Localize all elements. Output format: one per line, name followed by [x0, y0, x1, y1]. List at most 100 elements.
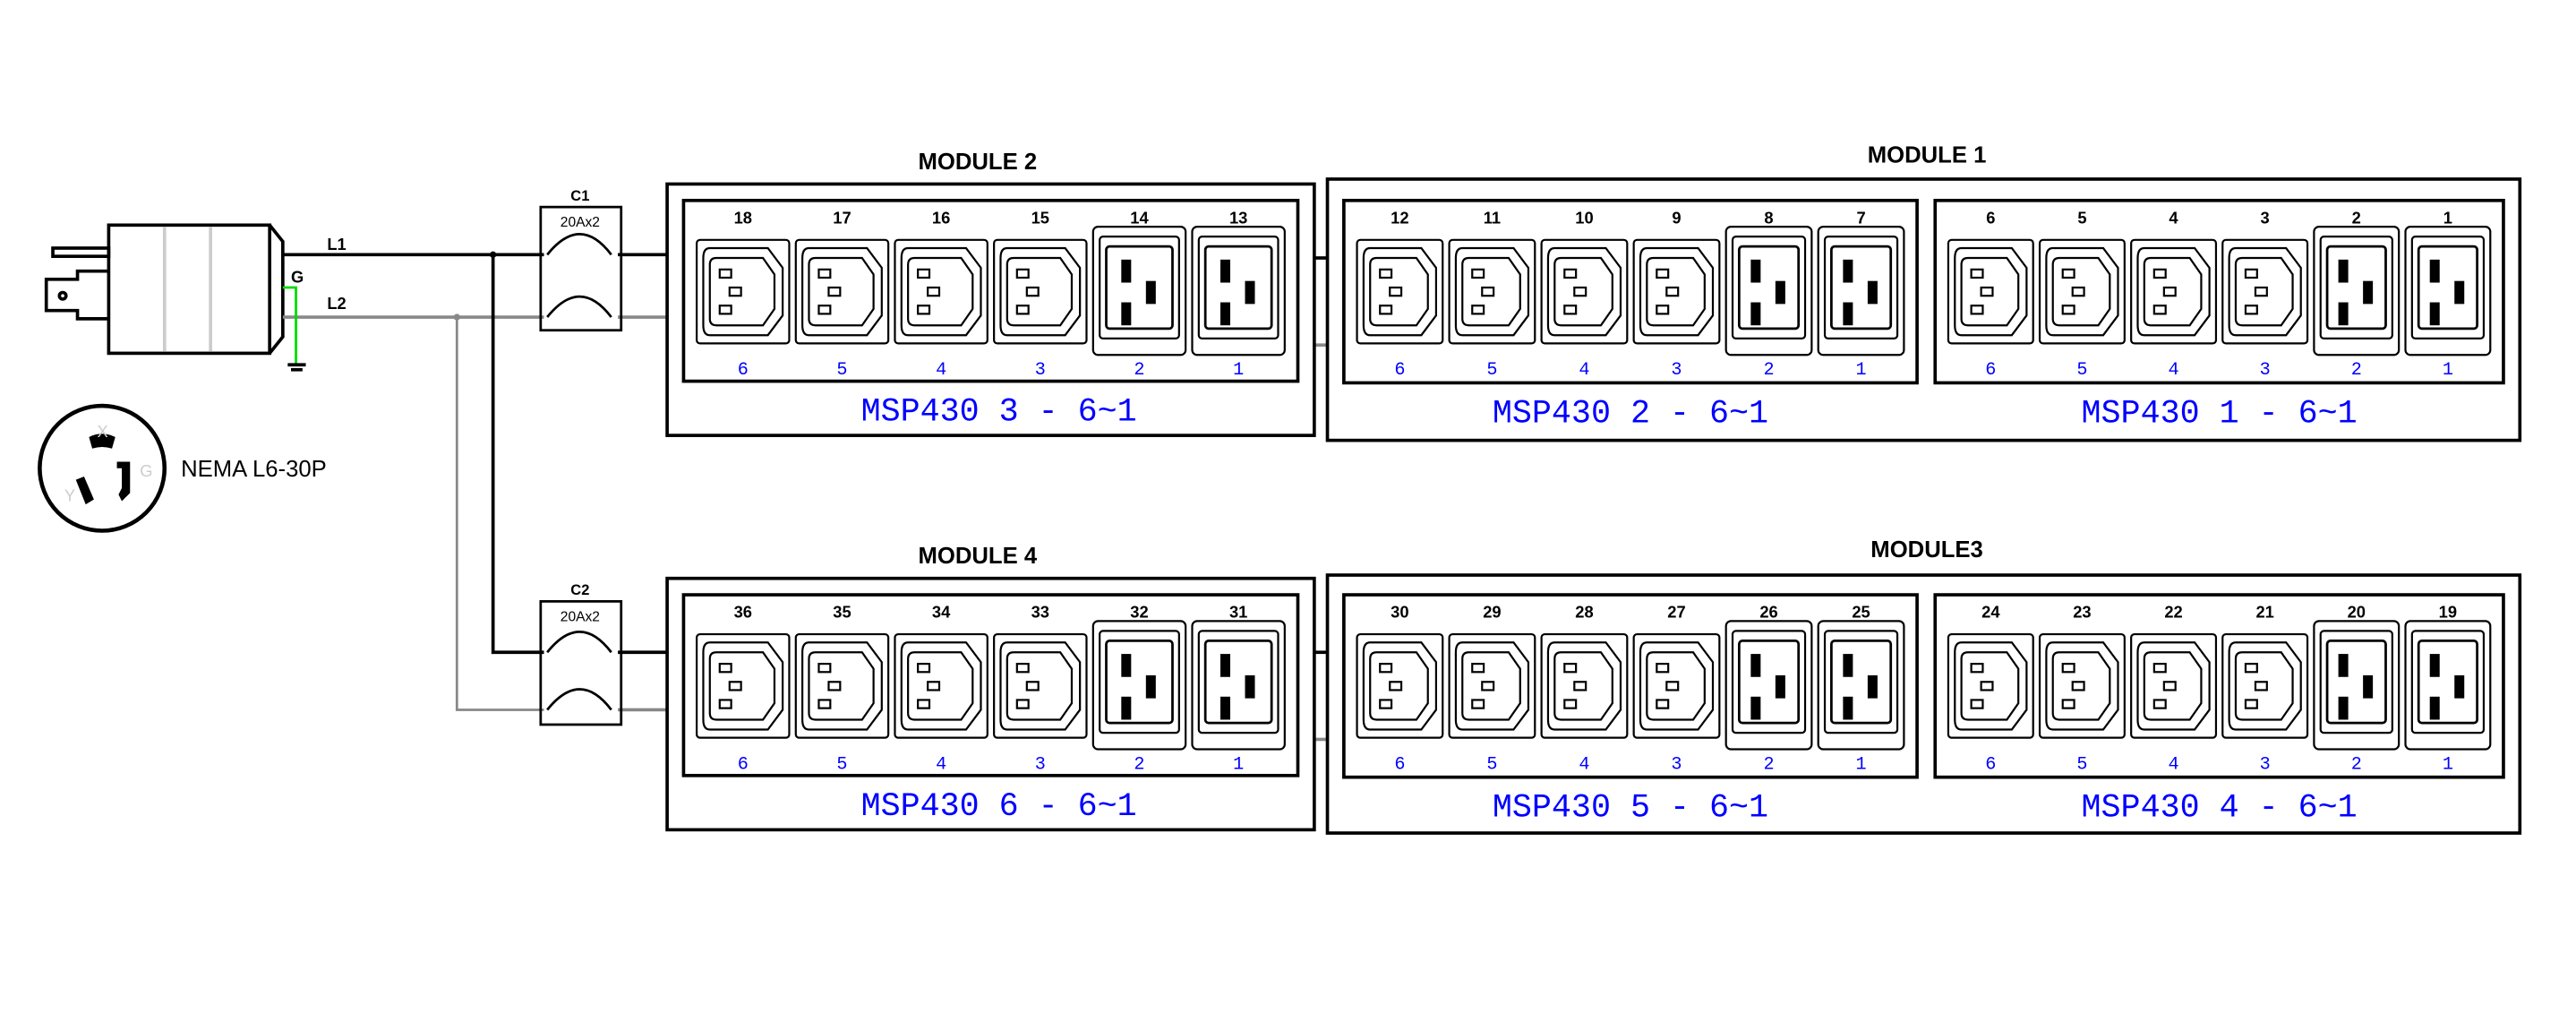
ground-wire	[282, 286, 306, 372]
pin-g-label: G	[140, 461, 152, 480]
channel-number: 1	[2443, 360, 2453, 381]
channel-number: 2	[2351, 755, 2362, 776]
c19-outlet: 71	[1817, 208, 1905, 381]
outlet-number: 32	[1130, 603, 1148, 622]
outlet-number: 11	[1484, 208, 1501, 227]
c13-outlet: 28 4	[1540, 603, 1629, 776]
channel-number: 5	[836, 755, 847, 776]
channel-number: 3	[2260, 360, 2271, 381]
outlet-number: 5	[2077, 208, 2086, 227]
channel-number: 3	[2260, 755, 2271, 776]
channel-number: 6	[738, 755, 749, 776]
c13-outlet: 44	[2130, 208, 2218, 381]
breaker-c2: C2 20Ax2	[539, 582, 623, 726]
outlet-number: 33	[1031, 603, 1049, 622]
outlet-number: 35	[833, 603, 851, 622]
outlet-number: 30	[1391, 603, 1408, 622]
channel-number: 4	[2168, 755, 2178, 776]
outlet-number: 31	[1229, 603, 1247, 622]
channel-number: 4	[1579, 360, 1589, 381]
msp430-panel-label: MSP430 2 - 6~1	[1493, 395, 1768, 433]
channel-number: 1	[1233, 360, 1244, 381]
module-frame	[665, 576, 1316, 832]
outlet-number: 14	[1130, 208, 1149, 227]
msp430-panel-label: MSP430 1 - 6~1	[2082, 395, 2358, 433]
channel-number: 6	[1394, 360, 1405, 381]
outlet-number: 15	[1031, 208, 1049, 227]
channel-number: 2	[1763, 755, 1774, 776]
channel-number: 4	[2168, 360, 2178, 381]
c13-outlet: 175	[794, 208, 890, 381]
l1-label: L1	[327, 235, 346, 253]
c19-outlet: 311	[1191, 603, 1286, 776]
l6-30-plug-drawing	[44, 223, 285, 356]
outlet-number: 29	[1483, 603, 1501, 622]
outlet-number: 19	[2439, 603, 2457, 622]
outlet-number: 2	[2352, 208, 2361, 227]
c19-outlet: 11	[2404, 208, 2492, 381]
channel-number: 2	[1134, 755, 1144, 776]
module-title: MODULE3	[1870, 537, 1983, 563]
channel-number: 4	[936, 360, 946, 381]
outlet-number: 21	[2255, 603, 2273, 622]
breaker-label: C2	[570, 582, 589, 598]
outlet-number: 18	[734, 208, 752, 227]
channel-number: 3	[1035, 755, 1046, 776]
outlet-number: 7	[1856, 208, 1865, 227]
c13-outlet: 306	[1356, 603, 1444, 776]
channel-number: 1	[1855, 755, 1866, 776]
c13-outlet: 93	[1632, 208, 1721, 381]
l2-label: L2	[327, 294, 346, 313]
c13-outlet: 34 4	[894, 603, 988, 776]
module-title: MODULE 1	[1868, 143, 1987, 168]
c13-outlet: 16 4	[894, 208, 988, 381]
outlet-number: 34	[932, 603, 951, 622]
channel-number: 5	[2076, 755, 2087, 776]
breaker-label: C1	[570, 188, 589, 204]
c13-outlet: 12 6	[1356, 208, 1444, 381]
outlet-number: 26	[1759, 603, 1777, 622]
breaker-rating: 20Ax2	[561, 215, 600, 230]
nema-face-icon: X Y G	[38, 403, 167, 533]
module-frame	[1325, 573, 2522, 835]
channel-number: 3	[1671, 360, 1682, 381]
c19-outlet: 25 1	[1817, 603, 1905, 776]
outlet-number: 4	[2169, 208, 2178, 227]
c19-outlet: 22	[2313, 208, 2401, 381]
channel-number: 3	[1671, 755, 1682, 776]
channel-number: 4	[936, 755, 946, 776]
channel-number: 5	[836, 360, 847, 381]
nema-label: NEMA L6-30P	[181, 457, 327, 482]
outlet-number: 28	[1575, 603, 1593, 622]
channel-number: 5	[1486, 360, 1497, 381]
c13-outlet: 33	[2221, 208, 2309, 381]
module-title: MODULE 4	[918, 544, 1037, 569]
c19-outlet: 26 2	[1724, 603, 1813, 776]
outlet-number: 24	[1981, 603, 2000, 622]
c13-outlet: 235	[2038, 603, 2126, 776]
outlet-number: 12	[1391, 208, 1408, 227]
outlet-number: 20	[2348, 603, 2366, 622]
c19-outlet: 20 2	[2313, 603, 2401, 776]
c13-outlet: 224	[2130, 603, 2218, 776]
c19-outlet: 32 2	[1091, 603, 1187, 776]
channel-number: 4	[1579, 755, 1589, 776]
breaker-c1: C1 20Ax2	[539, 188, 623, 332]
c19-outlet: 131	[1191, 208, 1286, 381]
channel-number: 6	[738, 360, 749, 381]
channel-number: 1	[1855, 360, 1866, 381]
outlet-number: 16	[932, 208, 950, 227]
msp430-panel-label: MSP430 4 - 6~1	[2082, 790, 2358, 828]
outlet-number: 25	[1852, 603, 1870, 622]
pin-x-label: X	[98, 422, 108, 441]
c13-outlet: 11 5	[1448, 208, 1536, 381]
channel-number: 1	[2443, 755, 2453, 776]
